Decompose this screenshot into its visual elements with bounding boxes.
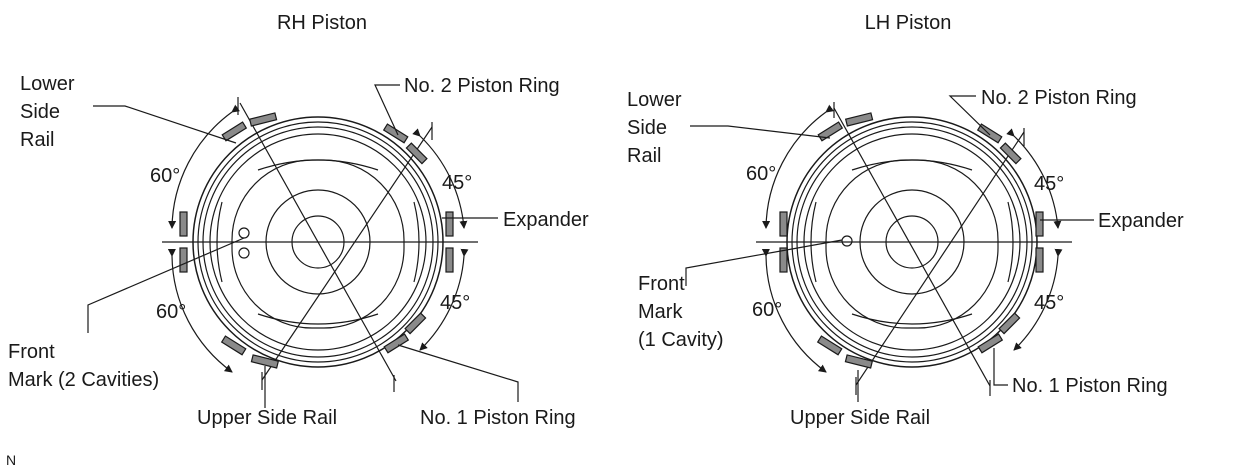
lh-lower-side-rail-label-2: Side [627,117,667,139]
lh-labels: Lower Side Rail No. 2 Piston Ring 60° 45… [627,87,1184,429]
rh-title: RH Piston [277,12,367,34]
lh-piston-group: LH Piston [627,12,1184,429]
rh-front-mark-label-1: Front [8,341,55,363]
lh-axis-lines [756,102,1072,396]
rh-upper-side-rail-label: Upper Side Rail [197,407,337,429]
lh-lower-side-rail-label-1: Lower [627,89,682,111]
lh-leader-lines [685,95,1094,402]
lh-front-mark-label-3: (1 Cavity) [638,329,724,351]
corner-code: N [6,452,16,468]
rh-angle-arcs [167,104,469,373]
lh-angle-60-top: 60° [746,163,776,185]
rh-no1-ring-label: No. 1 Piston Ring [420,407,576,429]
rh-piston-group: RH Piston [8,12,589,429]
lh-ring-gaps [779,112,1044,369]
rh-expander-label: Expander [503,209,589,231]
rh-angle-45-bottom: 45° [440,292,470,314]
lh-angle-60-bottom: 60° [752,299,782,321]
lh-angle-45-bottom: 45° [1034,292,1064,314]
rh-no2-ring-label: No. 2 Piston Ring [404,75,560,97]
lh-front-mark-label-2: Mark [638,301,683,323]
rh-lower-side-rail-label-3: Rail [20,129,54,151]
lh-no2-ring-label: No. 2 Piston Ring [981,87,1137,109]
lh-no1-ring-label: No. 1 Piston Ring [1012,375,1168,397]
rh-axis-lines [162,97,478,392]
lh-front-mark-label-1: Front [638,273,685,295]
rh-angle-45-top: 45° [442,172,472,194]
lh-expander-label: Expander [1098,210,1184,232]
rh-lower-side-rail-label-1: Lower [20,73,75,95]
lh-lower-side-rail-label-3: Rail [627,145,661,167]
rh-angle-60-bottom: 60° [156,301,186,323]
rh-labels: Lower Side Rail No. 2 Piston Ring 60° 45… [8,73,589,429]
rh-front-mark-label-2: Mark (2 Cavities) [8,369,159,391]
rh-leader-lines [87,84,519,408]
rh-angle-60-top: 60° [150,165,180,187]
lh-angle-arcs [761,104,1063,373]
lh-title: LH Piston [865,12,952,34]
lh-upper-side-rail-label: Upper Side Rail [790,407,930,429]
lh-angle-45-top: 45° [1034,173,1064,195]
rh-lower-side-rail-label-2: Side [20,101,60,123]
